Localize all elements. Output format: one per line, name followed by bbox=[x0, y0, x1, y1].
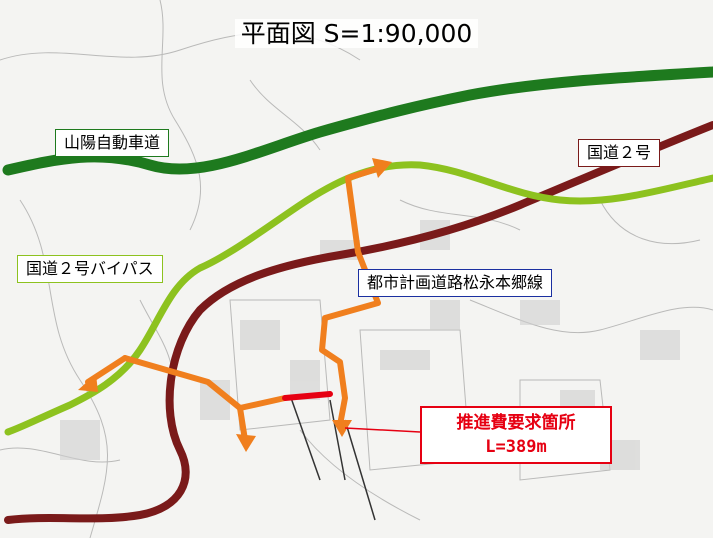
label-national-route-2: 国道２号 bbox=[578, 139, 661, 167]
label-route-2-bypass: 国道２号バイパス bbox=[17, 255, 163, 283]
callout-title: 推進費要求箇所 bbox=[456, 413, 576, 433]
label-city-planning-road: 都市計画道路松永本郷線 bbox=[358, 269, 553, 297]
orange-arrowheads bbox=[78, 158, 392, 452]
city-planning-road bbox=[85, 165, 383, 443]
callout-leader-line bbox=[344, 427, 421, 433]
harbor-lines bbox=[289, 394, 376, 521]
map-title-text: 平面図 S=1:90,000 bbox=[234, 19, 479, 48]
route-2-bypass-line bbox=[4, 161, 713, 436]
map-title: 平面図 S=1:90,000 bbox=[0, 14, 713, 50]
requested-section-line bbox=[282, 391, 333, 401]
base-map-blocks bbox=[60, 220, 680, 470]
label-sanyo-expressway: 山陽自動車道 bbox=[55, 129, 170, 157]
requested-section-callout: 推進費要求箇所 L=389m bbox=[420, 406, 612, 464]
national-route-2-line bbox=[4, 121, 713, 524]
callout-length: L=389m bbox=[485, 437, 547, 457]
sanyo-expressway-line bbox=[2, 66, 713, 176]
